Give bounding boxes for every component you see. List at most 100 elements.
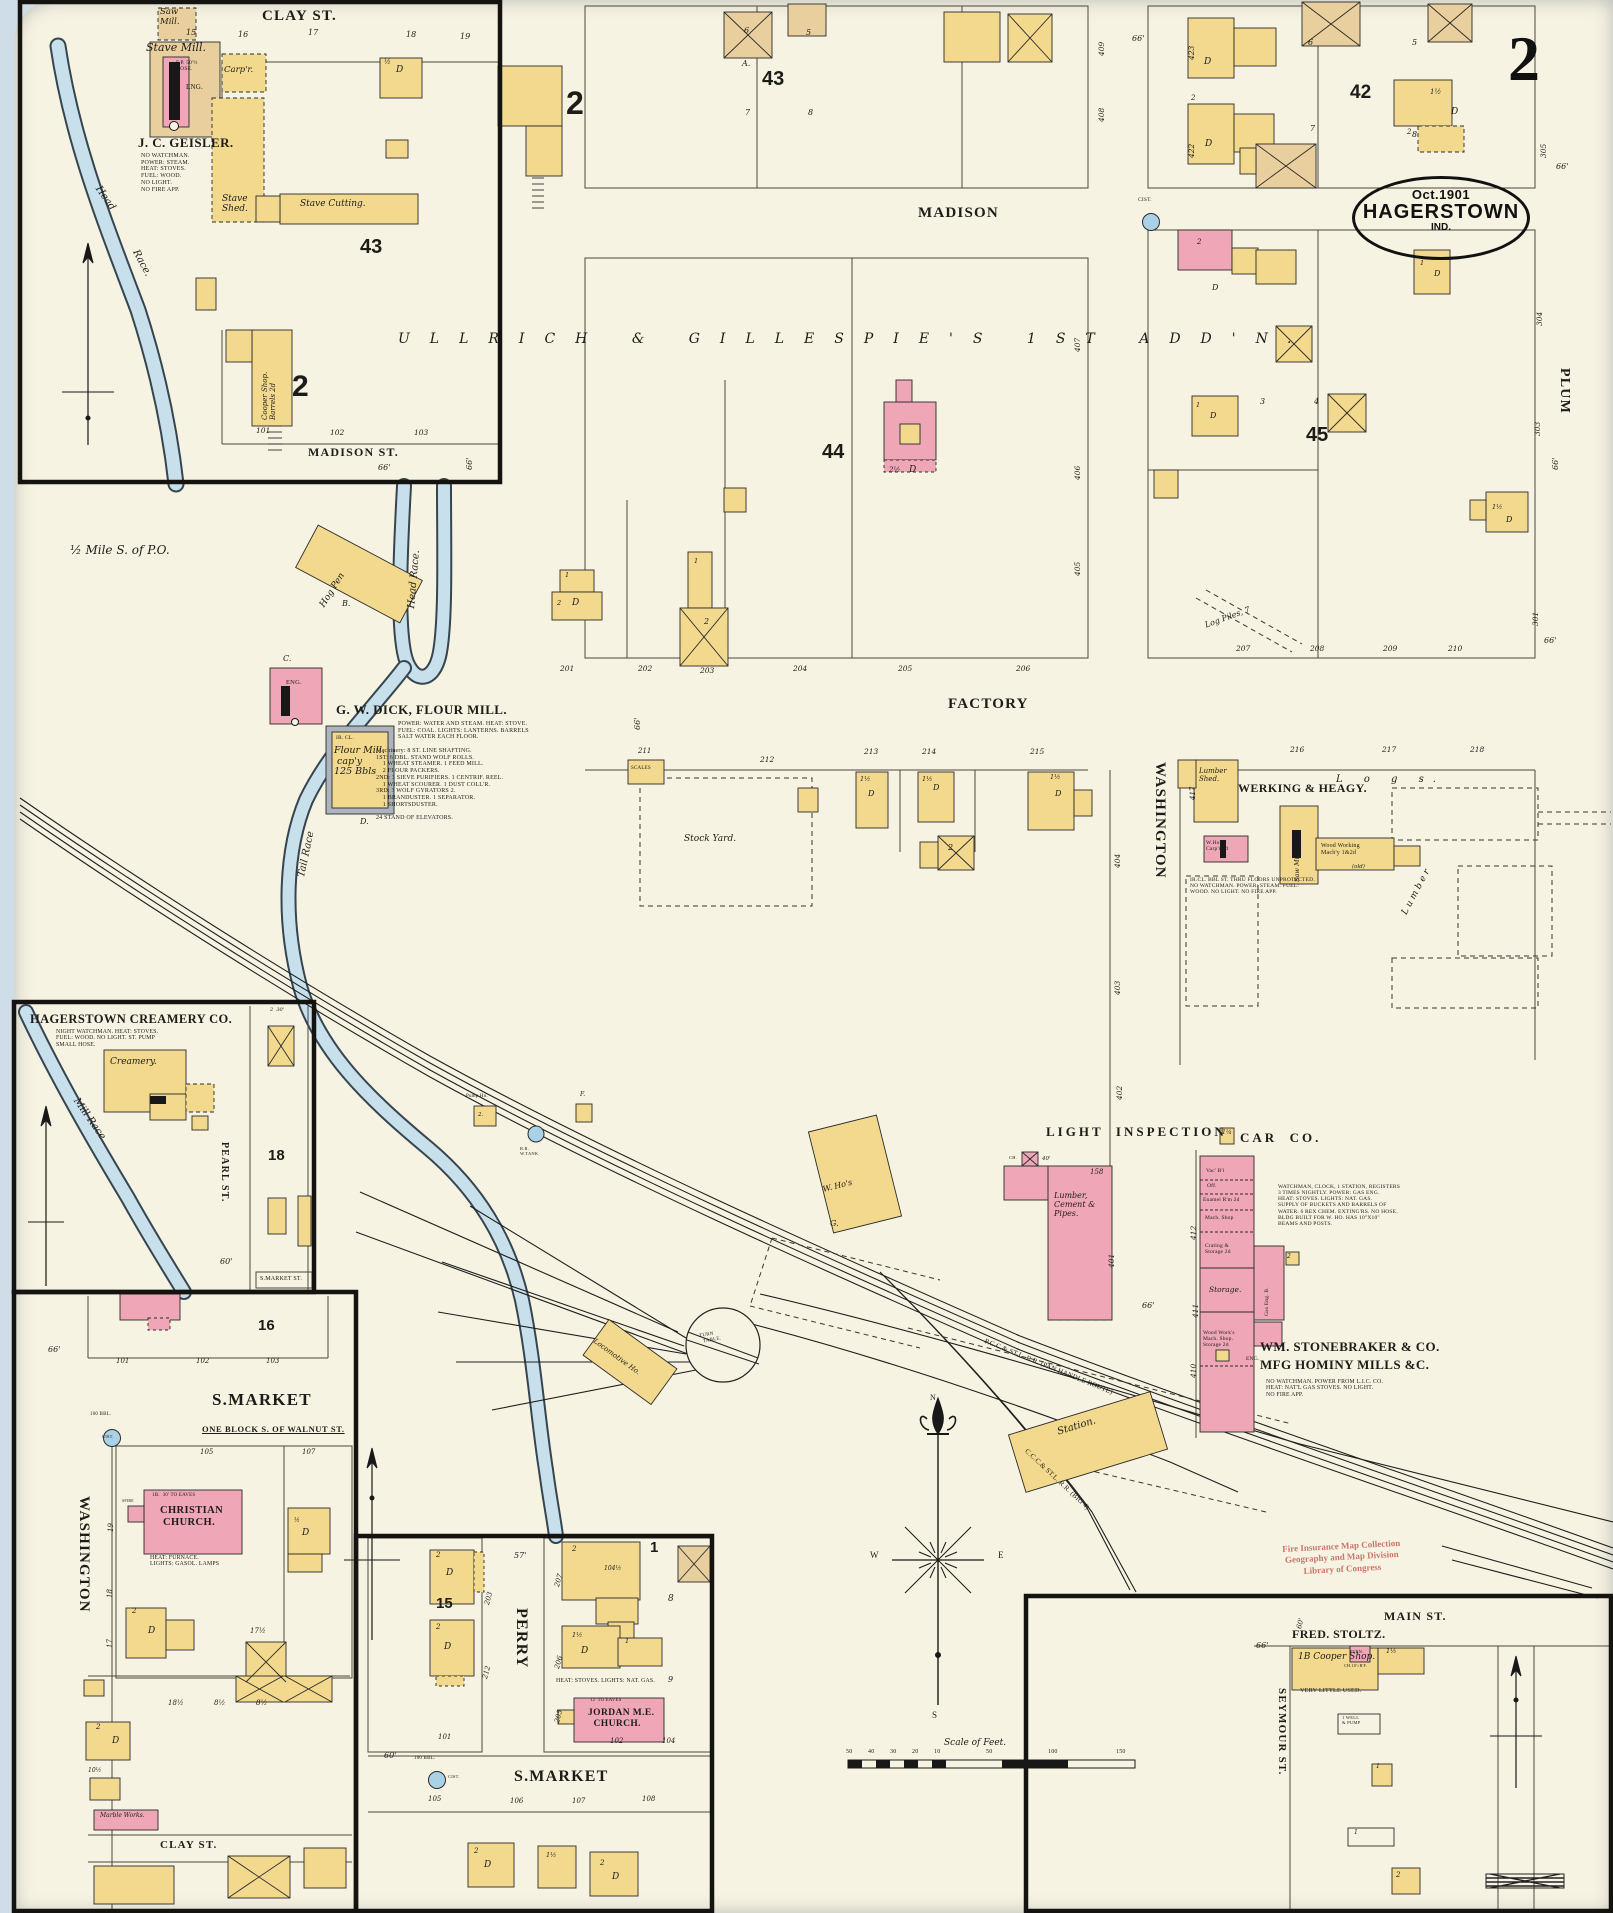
lot-6a: 6: [744, 26, 750, 35]
scale-title: Scale of Feet.: [944, 1738, 1007, 1748]
lot-5b: 5: [1412, 38, 1418, 47]
rr-big4: C.C.C.& ST.L. R.R. (BIG 4): [1023, 1447, 1092, 1512]
street-perry: PERRY: [513, 1608, 530, 1669]
hog-b: B.: [342, 599, 351, 608]
stonebraker-notes: NO WATCHMAN. POWER FROM L.I.C. CO. HEAT:…: [1266, 1379, 1384, 1398]
street-madison-main: MADISON: [918, 205, 999, 221]
scale-100: 100: [1048, 1749, 1058, 1755]
lot-103: 103: [414, 428, 429, 437]
lot-103b: 103: [266, 1357, 280, 1365]
lot-7a: 7: [745, 108, 751, 117]
d-42a: D: [1204, 57, 1212, 67]
lot-205b: 205: [553, 1708, 565, 1724]
head-race-p1a: Head: [92, 184, 118, 213]
inset-panel-borders: [11, 0, 1613, 1913]
b45-one: 1: [1420, 259, 1425, 267]
street-smarket-1: S.MARKET: [212, 1390, 312, 1409]
b44-mark2: 2: [557, 599, 562, 607]
street-madison-panel: MADISON ST.: [308, 445, 399, 459]
lot-408: 408: [1097, 107, 1106, 122]
fs-1h-c: 1½: [1050, 773, 1061, 781]
p15-2b: 2: [436, 1623, 441, 1631]
lot-18: 18: [406, 30, 417, 39]
lot-8b: 8: [1412, 130, 1418, 139]
block-45: 45: [1306, 424, 1329, 446]
insp-woodworks: Wood Work's Mach. Shop. Storage 2d: [1203, 1330, 1235, 1349]
f-mark: F.: [580, 1091, 586, 1098]
dick-machinery: Machinery: 8 ST. LINE SHAFTING. 1ST: 6 D…: [376, 748, 504, 822]
lot-17b: 17: [106, 1639, 114, 1648]
lot-8c: 8: [668, 1594, 674, 1604]
head-race-p1b: Race.: [130, 248, 154, 279]
eng-c2: ENG.: [286, 679, 302, 686]
lot-8a: 8: [808, 108, 814, 117]
w2-2: 2: [132, 1607, 137, 1615]
locomotive-ho: Locomotive Ho.: [591, 1337, 642, 1377]
d-42c: D: [1451, 107, 1459, 117]
lot-216: 216: [1290, 745, 1305, 754]
flour-d: D.: [360, 817, 369, 826]
d-42b: D: [1205, 139, 1213, 149]
lot-102c: 102: [610, 1737, 624, 1745]
christian-church: CHRISTIAN CHURCH.: [160, 1505, 224, 1528]
block-15: 15: [436, 1595, 453, 1612]
insp-yellow-mark: 1¼: [1222, 1129, 1232, 1136]
lot-404: 404: [1113, 853, 1122, 868]
lumber-cement: Lumber, Cement & Pipes.: [1054, 1191, 1096, 1218]
lot-9: 9: [668, 1675, 674, 1684]
geisler-notes: NO WATCHMAN. POWER: STEAM. HEAT: STOVES.…: [141, 153, 190, 193]
w2-d: D: [148, 1626, 156, 1636]
scale-150: 150: [1116, 1749, 1126, 1755]
flour-ircl: IR. CL.: [336, 735, 355, 741]
creamery-label: Creamery.: [110, 1057, 157, 1067]
cooper-shop-2: 1B Cooper Shop.: [1298, 1652, 1376, 1662]
building-details: [103, 1, 1473, 1899]
stonebraker-title2: MFG HOMINY MILLS &C.: [1260, 1357, 1430, 1372]
scale-30: 30: [890, 1749, 897, 1755]
lumber-diag: L u m b e r: [1400, 867, 1433, 917]
compass-s: S: [932, 1710, 938, 1720]
b44-x1: 1: [694, 557, 699, 565]
insp-storage: Storage.: [1209, 1285, 1242, 1294]
cist-label-1: CIST.: [102, 1434, 114, 1439]
well-pump: 1 WELL & PUMP: [1342, 1715, 1361, 1726]
lot-16: 16: [238, 30, 249, 39]
walnut-note: ONE BLOCK S. OF WALNUT ST.: [202, 1424, 345, 1434]
lot-213: 213: [864, 747, 879, 756]
werking-notes: IR.CL. BBL ST. THRU FLOORS UNPROTECTED. …: [1190, 877, 1315, 896]
lot-19: 19: [460, 32, 471, 41]
marble-works: Marble Works.: [100, 1812, 145, 1819]
lot-104: 104: [662, 1737, 676, 1745]
lot-205: 205: [898, 664, 913, 673]
b44-mark1: 1: [565, 571, 570, 579]
dick-notes: POWER: WATER AND STEAM. HEAT: STOVE. FUE…: [398, 721, 529, 741]
fs-1h-b: 1½: [922, 775, 933, 783]
pb-2: 2: [474, 1847, 479, 1855]
sheet-number: 2: [1508, 23, 1540, 94]
saw-mill: Saw Mill.: [160, 7, 180, 27]
street-smarket-2: S.MARKET: [514, 1768, 609, 1785]
cist-label-2: CIST.: [448, 1774, 460, 1779]
block-2-panel: 2: [292, 370, 309, 403]
stave-mill: Stave Mill.: [146, 41, 207, 54]
title-city: HAGERSTOWN: [1362, 201, 1520, 223]
wd-d: D: [302, 1528, 310, 1538]
lot-101: 101: [256, 426, 271, 435]
lot-412: 412: [1189, 1225, 1198, 1240]
b45-lot4: 4: [1314, 397, 1320, 406]
stave-cutting: Stave Cutting.: [300, 199, 366, 209]
p1-one: 1: [625, 1637, 630, 1645]
light-inspection: LIGHT INSPECTION: [1046, 1124, 1227, 1139]
b44-x2: 2: [704, 617, 710, 626]
lot-218: 218: [1470, 745, 1485, 754]
pb-1h: 1½: [546, 1851, 557, 1859]
lot-102: 102: [330, 428, 345, 437]
lot-8h1: 8½: [214, 1699, 226, 1707]
lot-411: 411: [1191, 1303, 1200, 1318]
lot-406: 406: [1073, 465, 1082, 480]
lot-18h: 18½: [168, 1699, 184, 1707]
dim-66-h: 66': [48, 1345, 61, 1354]
b45-d3: D: [1210, 411, 1217, 420]
